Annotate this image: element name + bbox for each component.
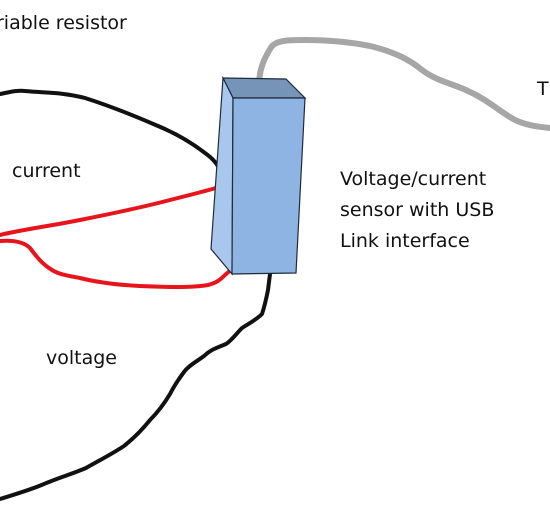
red-wire-lower xyxy=(0,238,236,289)
right-edge-label: T xyxy=(537,78,549,100)
red-wire-upper xyxy=(0,182,232,237)
sensor-label: Voltage/current sensor with USB Link int… xyxy=(340,164,494,257)
sensor-box-side xyxy=(210,75,234,276)
usb-cable xyxy=(255,37,550,131)
black-wire-lower xyxy=(0,272,272,501)
sensor-box-front xyxy=(231,97,306,275)
current-label: current xyxy=(12,160,81,182)
sensor-box xyxy=(210,75,307,276)
sensor-label-line-1: Voltage/current xyxy=(340,168,487,190)
sensor-label-line-3: Link interface xyxy=(340,230,470,252)
sensor-box-top xyxy=(222,77,307,99)
sensor-label-line-2: sensor with USB xyxy=(340,199,495,221)
voltage-label: voltage xyxy=(46,347,117,369)
variable-resistor-label: riable resistor xyxy=(0,12,127,34)
black-wire-upper xyxy=(0,88,222,173)
